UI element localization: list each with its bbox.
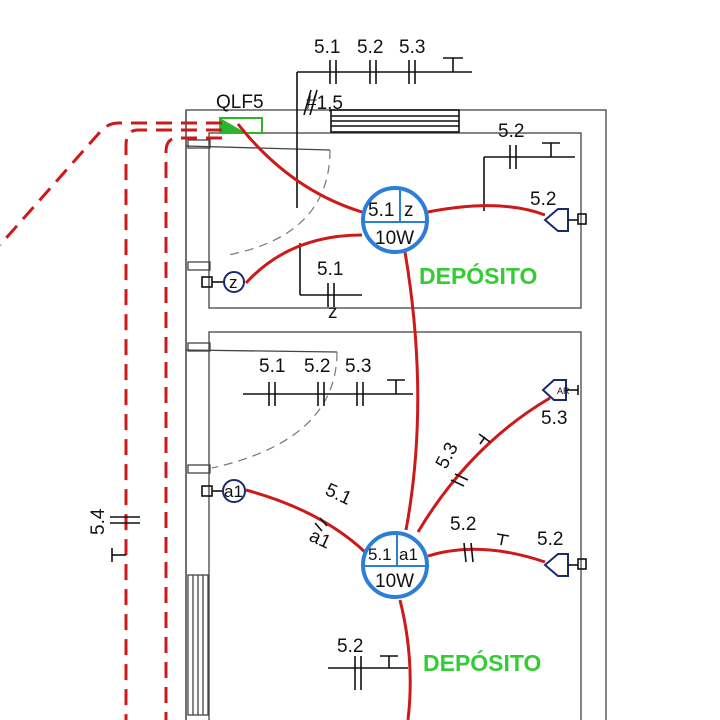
lamp-1: 5.1 z 10W xyxy=(361,186,429,254)
lamp-1-power: 10W xyxy=(375,228,414,249)
mark-12: 5.3 xyxy=(432,439,463,472)
mark-3: 5.3 xyxy=(399,37,425,58)
outlet-high: AR xyxy=(541,379,579,401)
mark-10: 5.3 xyxy=(345,356,371,377)
mark-14: a1 xyxy=(306,525,334,553)
switch-a1: a1 xyxy=(201,479,246,503)
outlet-middle xyxy=(543,553,587,577)
mark-5: 5.2 xyxy=(530,189,556,210)
mark-18: 5.4 xyxy=(88,508,109,535)
lamp-1-circuit: 5.1 xyxy=(368,200,394,221)
lamp-2: 5.1 a1 10W xyxy=(361,531,429,599)
mark-16: 5.2 xyxy=(537,529,563,550)
lamp-1-switch: z xyxy=(404,200,414,221)
mark-15: 5.2 xyxy=(450,514,476,535)
room-label-lower: DEPÓSITO xyxy=(423,649,541,676)
lamp-2-power: 10W xyxy=(375,571,414,592)
mark-6: 5.1 xyxy=(317,259,343,280)
window-top xyxy=(330,109,460,133)
door-upper xyxy=(185,139,331,271)
lamp-2-circuit: 5.1 xyxy=(368,545,392,564)
panel-label: QLF5 xyxy=(216,92,264,113)
outlet-top xyxy=(543,208,587,232)
mark-11: 5.3 xyxy=(541,408,567,429)
dashed-conduits xyxy=(0,121,222,720)
mark-8: 5.1 xyxy=(259,356,285,377)
mark-9: 5.2 xyxy=(304,356,330,377)
wire-gauge: #1,5 xyxy=(306,93,343,114)
outlet-high-mark: AR xyxy=(557,386,570,396)
mark-7: z xyxy=(328,302,338,323)
labels: 5.1 5.2 5.3 #1,5 5.2 5.2 5.1 z 5.1 5.2 5… xyxy=(88,37,567,676)
mark-4: 5.2 xyxy=(498,121,524,142)
switch-z-label: z xyxy=(229,273,238,292)
room-label-upper: DEPÓSITO xyxy=(419,262,537,289)
mark-2: 5.2 xyxy=(357,37,383,58)
switch-a1-label: a1 xyxy=(224,482,243,501)
mark-1: 5.1 xyxy=(314,37,340,58)
lamp-2-switch: a1 xyxy=(399,545,418,564)
switch-z: z xyxy=(201,271,245,293)
red-wiring xyxy=(236,123,551,720)
mark-13: 5.1 xyxy=(322,479,355,509)
door-lower xyxy=(185,342,338,474)
conduit-symbols xyxy=(110,57,575,690)
mark-17: 5.2 xyxy=(337,636,363,657)
